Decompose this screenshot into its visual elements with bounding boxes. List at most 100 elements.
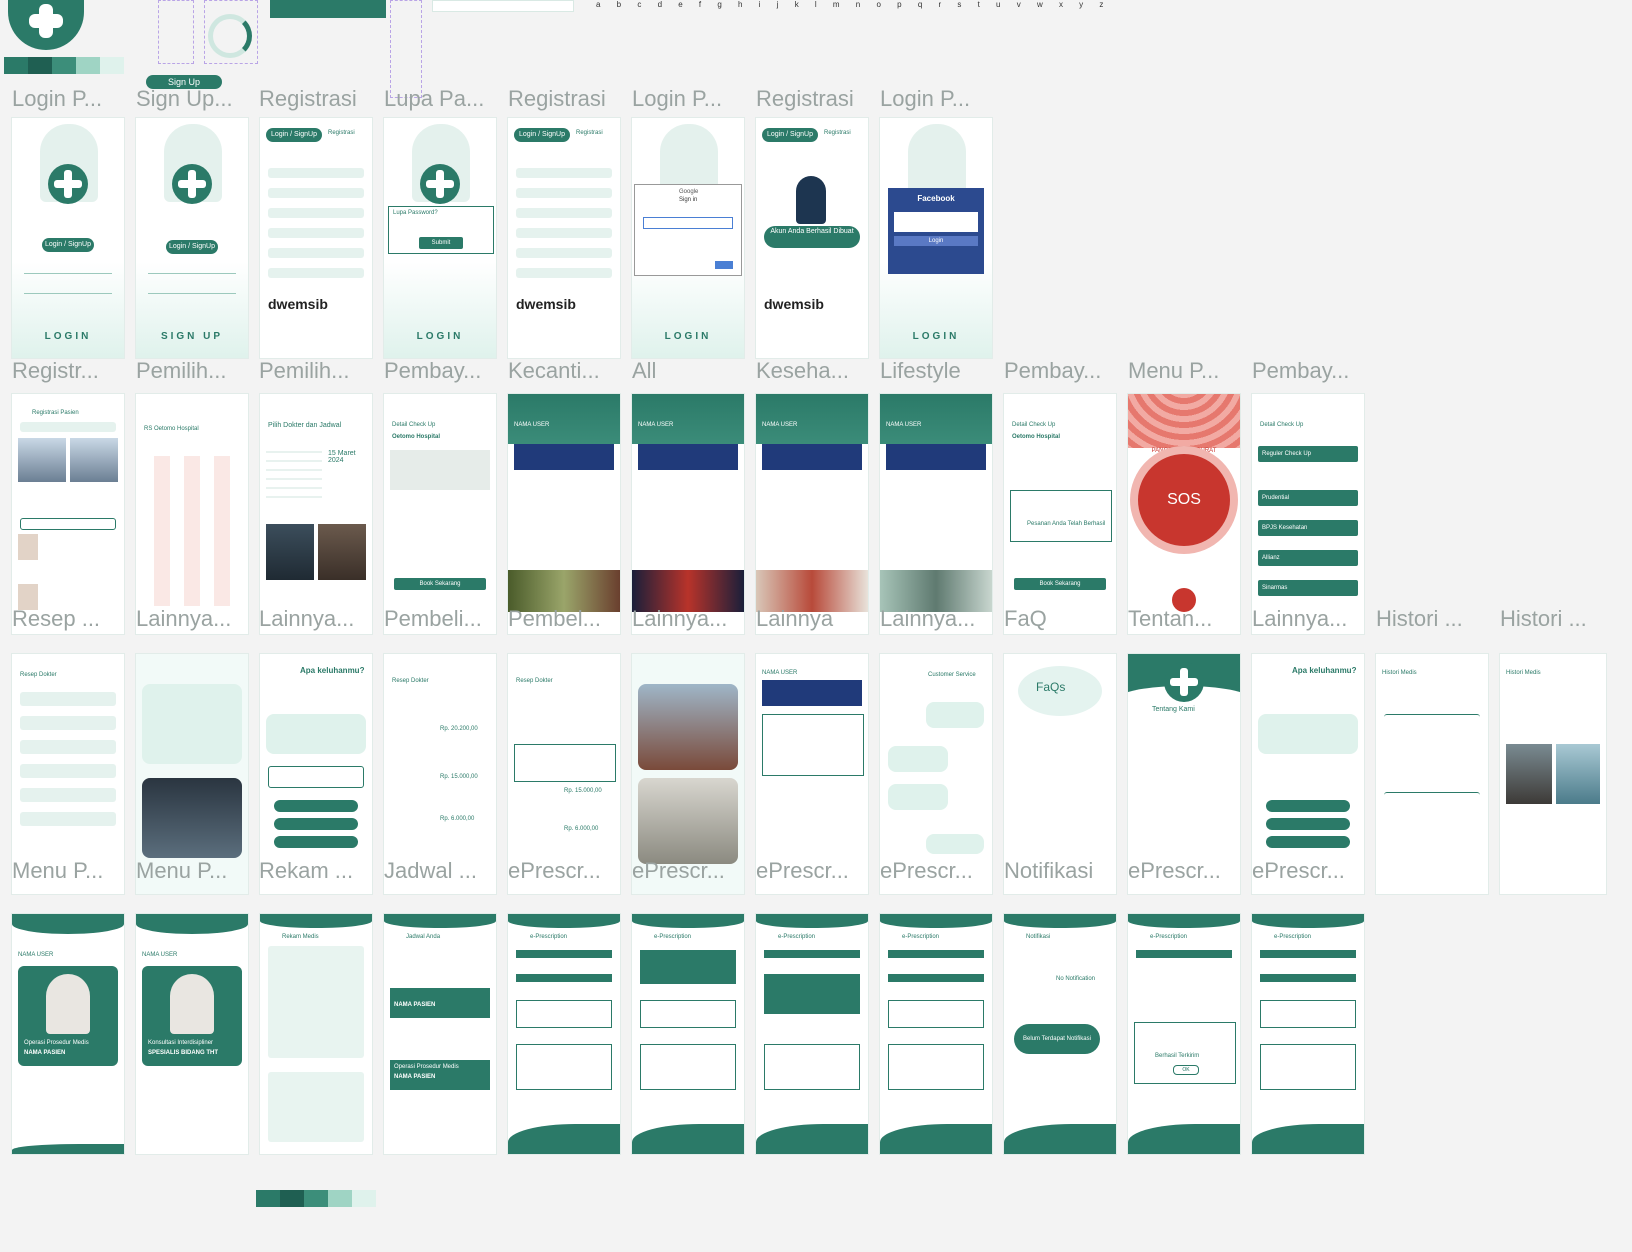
frame-label[interactable]: Pembay... bbox=[1252, 358, 1350, 383]
pembelian-success-frame[interactable]: Resep Dokter Rp. 15.000,00 Rp. 6.000,00 bbox=[508, 654, 620, 894]
phone-call-icon[interactable] bbox=[1172, 588, 1196, 612]
faq-item[interactable] bbox=[1012, 724, 1108, 764]
frame-label[interactable]: Registrasi bbox=[756, 86, 854, 111]
complaint-input[interactable] bbox=[1258, 714, 1358, 754]
frame-label[interactable]: Keseha... bbox=[756, 358, 849, 383]
google-login-frame[interactable]: Google Sign in LOGIN bbox=[632, 118, 744, 358]
insurance-option[interactable]: Sinarmas bbox=[1258, 580, 1358, 596]
email-field[interactable] bbox=[268, 188, 364, 198]
frame-label[interactable]: Registr... bbox=[12, 358, 99, 383]
frame-label[interactable]: Registrasi bbox=[508, 86, 606, 111]
frame-label[interactable]: ePrescr... bbox=[1252, 858, 1345, 883]
login-frame[interactable]: Login / SignUp LOGIN bbox=[12, 118, 124, 358]
cs-chat-frame[interactable]: Customer Service bbox=[880, 654, 992, 894]
fb-inputs[interactable] bbox=[894, 212, 978, 232]
name-field[interactable] bbox=[516, 168, 612, 178]
frame-label[interactable]: Login P... bbox=[880, 86, 971, 111]
frame-label[interactable]: Rekam ... bbox=[259, 858, 354, 883]
note-input[interactable] bbox=[888, 1044, 984, 1090]
email-input[interactable] bbox=[643, 217, 733, 229]
patient-select[interactable] bbox=[888, 950, 984, 958]
registrasi-frame[interactable]: Login / SignUp Registrasi dwemsib bbox=[508, 118, 620, 358]
promo-banner[interactable] bbox=[762, 444, 862, 470]
frame-label[interactable]: All bbox=[632, 358, 657, 383]
drug-select[interactable] bbox=[888, 974, 984, 982]
next-button[interactable] bbox=[715, 261, 733, 269]
tab-signup[interactable]: SignUp bbox=[790, 131, 813, 138]
dosage-input[interactable] bbox=[888, 1000, 984, 1028]
tab-signup[interactable]: SignUp bbox=[192, 243, 215, 250]
home-frame[interactable]: NAMA USER bbox=[508, 394, 620, 634]
signup-frame[interactable]: Login / SignUp SIGN UP bbox=[136, 118, 248, 358]
schedule-item[interactable]: Operasi Prosedur Medis NAMA PASIEN bbox=[390, 1060, 490, 1090]
poli-grid[interactable] bbox=[148, 456, 236, 606]
med-item[interactable] bbox=[20, 812, 116, 826]
frame-label[interactable]: Lainnya... bbox=[259, 606, 355, 631]
registrasi-success-frame[interactable]: Login / SignUp Registrasi Akun Anda Berh… bbox=[756, 118, 868, 358]
insurance-frame[interactable]: Detail Check Up Reguler Check Up Prudent… bbox=[1252, 394, 1364, 634]
frame-label[interactable]: Pembel... bbox=[508, 606, 601, 631]
note-input[interactable] bbox=[764, 1044, 860, 1090]
patient-select[interactable] bbox=[1136, 950, 1232, 958]
med-item[interactable] bbox=[20, 740, 116, 754]
about-button[interactable] bbox=[274, 836, 358, 848]
login-toggle[interactable]: Login / SignUp bbox=[266, 128, 322, 142]
patient-dropdown[interactable] bbox=[640, 950, 736, 984]
tab-signup[interactable]: SignUp bbox=[68, 241, 91, 248]
schedule-card[interactable]: Konsultasi Interdisipliner SPESIALIS BID… bbox=[142, 966, 242, 1066]
tab-login[interactable]: Login bbox=[45, 241, 63, 248]
med-item[interactable] bbox=[20, 764, 116, 778]
frame-label[interactable]: ePrescr... bbox=[1128, 858, 1221, 883]
checkup-option[interactable]: Reguler Check Up bbox=[1258, 446, 1358, 462]
frame-label[interactable]: Jadwal ... bbox=[384, 858, 477, 883]
promo-banner[interactable] bbox=[762, 680, 862, 706]
histori-frame[interactable]: Histori Medis bbox=[1376, 654, 1488, 894]
login-toggle[interactable]: Login / SignUp bbox=[762, 128, 818, 142]
signup-footer[interactable]: SIGN UP bbox=[160, 331, 224, 342]
pembelian-frame[interactable]: Resep Dokter Rp. 20.200,00 Rp. 15.000,00… bbox=[384, 654, 496, 894]
faq-frame[interactable]: FaQs bbox=[1004, 654, 1116, 894]
article-photo[interactable] bbox=[880, 570, 992, 612]
frame-label[interactable]: Pembay... bbox=[1004, 358, 1102, 383]
frame-label[interactable]: Histori ... bbox=[1500, 606, 1587, 631]
insurance-option[interactable]: BPJS Kesehatan bbox=[1258, 520, 1358, 536]
phone-field[interactable] bbox=[268, 268, 364, 278]
frame-label[interactable]: Kecanti... bbox=[508, 358, 600, 383]
ok-button[interactable]: OK bbox=[1173, 1065, 1199, 1075]
faq-button[interactable] bbox=[274, 818, 358, 830]
frame-label[interactable]: Registrasi bbox=[259, 86, 357, 111]
insurance-option[interactable]: Allianz bbox=[1258, 550, 1358, 566]
drug-select[interactable] bbox=[1260, 974, 1356, 982]
tab-login[interactable]: Login bbox=[271, 131, 289, 138]
frame-label[interactable]: ePrescr... bbox=[632, 858, 725, 883]
frame-label[interactable]: Pembeli... bbox=[384, 606, 482, 631]
erx-frame[interactable]: e-Prescription bbox=[632, 914, 744, 1154]
address-field[interactable] bbox=[516, 248, 612, 258]
login-toggle[interactable]: Login / SignUp bbox=[166, 240, 218, 254]
password-field[interactable] bbox=[268, 208, 364, 218]
note-input[interactable] bbox=[640, 1044, 736, 1090]
dosage-input[interactable] bbox=[640, 1000, 736, 1028]
home-frame[interactable]: NAMA USER bbox=[756, 394, 868, 634]
forgot-password-frame[interactable]: Lupa Password? Submit LOGIN bbox=[384, 118, 496, 358]
book-button[interactable]: Book Sekarang bbox=[1014, 578, 1106, 590]
rekam-frame[interactable]: Rekam Medis bbox=[260, 914, 372, 1154]
facebook-login-frame[interactable]: Facebook Login LOGIN bbox=[880, 118, 992, 358]
name-field[interactable] bbox=[268, 168, 364, 178]
frame-label[interactable]: Lainnya bbox=[756, 606, 834, 631]
frame-label[interactable]: Lupa Pa... bbox=[384, 86, 485, 111]
note-input[interactable] bbox=[516, 1044, 612, 1090]
complaint-input[interactable] bbox=[266, 714, 366, 754]
schedule-item[interactable]: NAMA PASIEN bbox=[390, 988, 490, 1018]
pilih-dokter-frame[interactable]: Pilih Dokter dan Jadwal 15 Maret 2024 bbox=[260, 394, 372, 634]
frame-label[interactable]: Pemilih... bbox=[136, 358, 227, 383]
success-dialog[interactable]: Berhasil Terkirim OK bbox=[1134, 1022, 1236, 1084]
promo-banner[interactable] bbox=[886, 444, 986, 470]
frame-label[interactable]: ePrescr... bbox=[880, 858, 973, 883]
insurance-option[interactable]: Prudential bbox=[1258, 490, 1358, 506]
frame-label[interactable]: Lainnya... bbox=[1252, 606, 1348, 631]
menu-frame[interactable]: NAMA USER Operasi Prosedur Medis NAMA PA… bbox=[12, 914, 124, 1154]
cs-button[interactable] bbox=[274, 800, 358, 812]
pilih-poli-frame[interactable]: RS Oetomo Hospital bbox=[136, 394, 248, 634]
cs-popup[interactable] bbox=[762, 714, 864, 776]
